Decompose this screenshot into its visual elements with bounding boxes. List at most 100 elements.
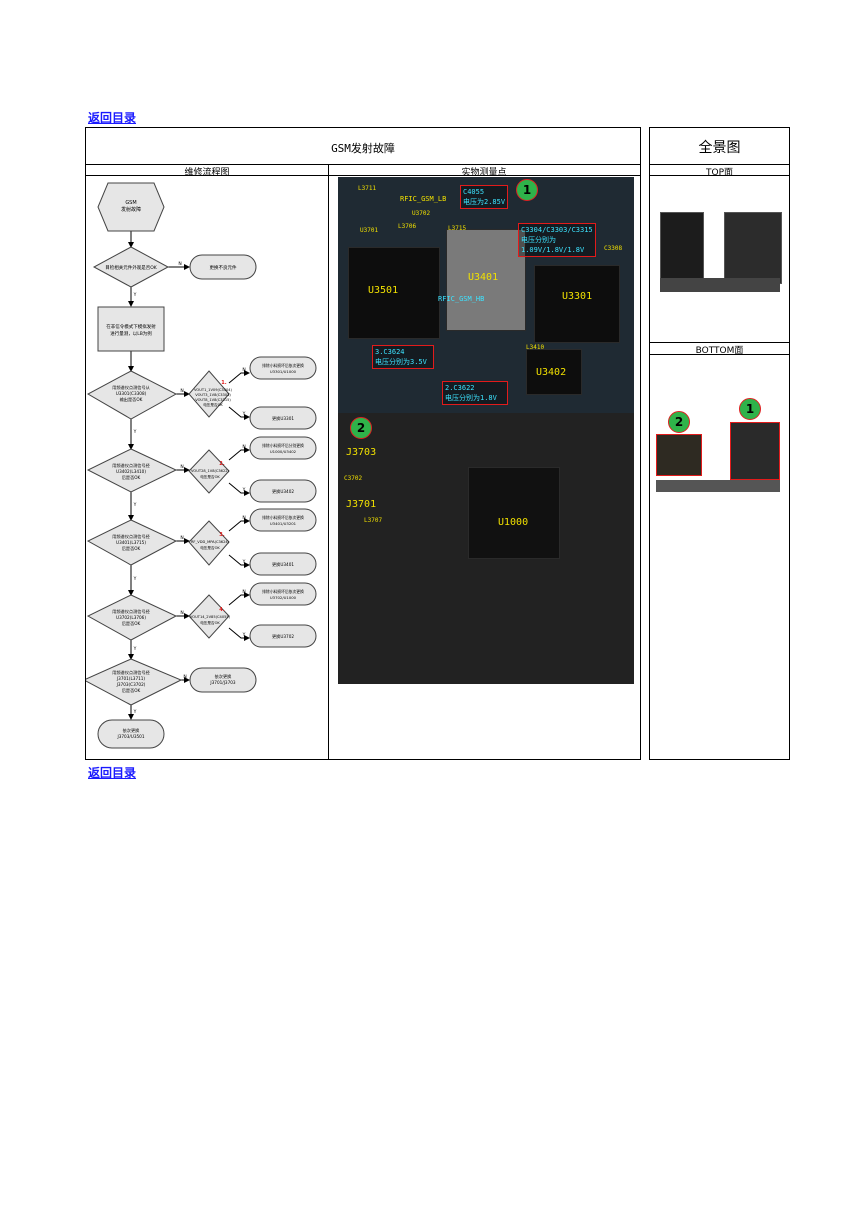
divider	[328, 164, 329, 759]
no-label: N	[180, 610, 183, 616]
flow-m4-number: 4.	[219, 607, 224, 613]
back-to-contents-link-bottom[interactable]: 返回目录	[88, 766, 137, 780]
flow-m1-number: 1.	[221, 380, 226, 386]
top-side-label: TOP面	[705, 168, 733, 178]
top-side-board-image	[660, 212, 782, 294]
flow-result-2a	[249, 436, 317, 460]
chip-u3301	[534, 265, 620, 343]
flow-result-1a	[249, 356, 317, 380]
label-l3706: L3706	[398, 223, 417, 230]
overview-title: 全景图	[698, 140, 741, 156]
flow-r3a-line2: U3401/U3201	[270, 521, 297, 526]
page-title: GSM发射故障	[331, 142, 395, 155]
chip-label-u3402: U3402	[536, 367, 567, 378]
flow-measure-4	[188, 594, 230, 639]
flow-result-3b	[249, 552, 317, 576]
repair-flowchart: GSM 发射故障 目检相关元件外观是否OK 更换不良元件 在非信令模式下模拟发射…	[86, 182, 317, 749]
no-label: N	[242, 515, 245, 521]
label-l3707: L3707	[364, 517, 383, 524]
chip-label-u3401: U3401	[468, 272, 499, 283]
flow-result-3a	[249, 508, 317, 532]
flow-m1-line3: VOUT3_1V8(C3303)	[195, 393, 231, 397]
chip-u3401	[446, 229, 526, 331]
flow-q6-line1: 用频谱仪点测信号经	[112, 669, 151, 676]
flow-end-line1: 依次更换	[123, 727, 141, 734]
label-u3702: U3702	[412, 210, 431, 217]
yes-label: Y	[133, 502, 137, 508]
flow-r1b: 更换U3301	[272, 415, 294, 422]
flow-result-6	[189, 667, 257, 693]
flow-m1-line2: VOUT1_1V09(C3304)	[194, 388, 233, 392]
flow-q5-line3: 后是否OK	[122, 620, 141, 627]
chip-label-u1000: U1000	[498, 517, 529, 528]
flow-decision-4	[86, 519, 178, 566]
flow-m2-number: 2.	[219, 461, 224, 467]
no-label: N	[180, 535, 183, 541]
yes-label: Y	[133, 576, 137, 582]
flow-r4a-line1: 排除小料损坏后依次更换	[262, 589, 304, 594]
flow-m2-line2: VOUT28_1V8(C3622)	[191, 469, 230, 473]
back-to-contents-link-top[interactable]: 返回目录	[88, 111, 137, 125]
bottom-side-label: BOTTOM面	[695, 346, 744, 356]
overview-badge-1: 1	[739, 398, 761, 420]
flow-connectors	[128, 230, 250, 720]
marker-badge-2: 2	[350, 417, 372, 439]
divider	[650, 354, 789, 355]
divider	[86, 164, 640, 165]
no-label: N	[242, 444, 245, 450]
flow-result-2b	[249, 479, 317, 503]
overview-panel: 全景图 TOP面 BOTTOM面 2 1	[649, 127, 790, 760]
flow-measure-1	[188, 370, 230, 418]
flow-q3-line1: 用频谱仪点测信号经	[112, 462, 151, 469]
overview-badge-2: 2	[668, 411, 690, 433]
flow-m1-line4: VOUT8_1V8(C3315)	[195, 398, 231, 402]
photo-header: 实物测量点	[461, 168, 507, 178]
yes-label: Y	[242, 411, 246, 417]
flow-process-box	[97, 306, 165, 352]
flow-a6-line2: J3701/J3703	[209, 680, 236, 685]
no-label: N	[180, 388, 183, 394]
flow-header: 维修流程图	[184, 168, 230, 178]
flow-measure-2	[188, 449, 230, 494]
yes-label: Y	[242, 632, 246, 638]
flow-q4-line3: 后是否OK	[122, 545, 141, 552]
flow-r2a-line1: 排除小料损坏后分别更换	[262, 443, 304, 448]
label-l3715: L3715	[448, 225, 467, 232]
flow-end	[97, 719, 165, 749]
no-label: N	[178, 261, 181, 267]
flow-box1-line1: 在非信令模式下模拟发射	[106, 323, 156, 330]
flow-result-4b	[249, 624, 317, 648]
flow-r3a-line1: 排除小料损坏后依次更换	[262, 515, 304, 520]
flow-m3-line3: 电压是否OK	[200, 545, 220, 550]
flow-decision-1	[92, 246, 170, 288]
flow-result-1b	[249, 406, 317, 430]
flow-box1-line2: 进行量测，以LB为例	[110, 330, 152, 337]
no-label: N	[180, 464, 183, 470]
chip-label-u3501: U3501	[368, 285, 399, 296]
flow-q6-line4: 后是否OK	[122, 687, 141, 694]
flow-result-1	[189, 254, 257, 280]
flow-q2-line2: U3301(C3308)	[116, 391, 147, 396]
chip-u3501	[348, 247, 440, 339]
flow-m1-line5: 电压是否OK	[203, 402, 223, 407]
flow-result-4a	[249, 582, 317, 606]
flow-start-line2: 发射故障	[121, 206, 141, 213]
yes-label: Y	[133, 292, 137, 298]
flow-r1a-line1: 排除小料损坏后依次更换	[262, 363, 304, 368]
divider	[86, 175, 640, 176]
yes-label: Y	[133, 709, 137, 715]
net-label-lb: RFIC_GSM_LB	[400, 195, 447, 203]
marker-badge-1: 1	[516, 179, 538, 201]
flow-decision-2	[86, 370, 178, 420]
divider	[650, 175, 789, 176]
flow-m4-line3: 电压是否OK	[200, 620, 220, 625]
flow-q5-line2: U3702(L3706)	[116, 615, 146, 620]
label-l3410: L3410	[526, 344, 545, 351]
flow-m3-line2: RF_VDD_MPA(C3624)	[191, 540, 230, 544]
flow-q5-line1: 用频谱仪点测信号经	[112, 608, 151, 615]
flow-q6-line2: J3701(L3711)	[116, 676, 146, 681]
flow-decision-5	[86, 594, 178, 641]
no-label: N	[242, 589, 245, 595]
